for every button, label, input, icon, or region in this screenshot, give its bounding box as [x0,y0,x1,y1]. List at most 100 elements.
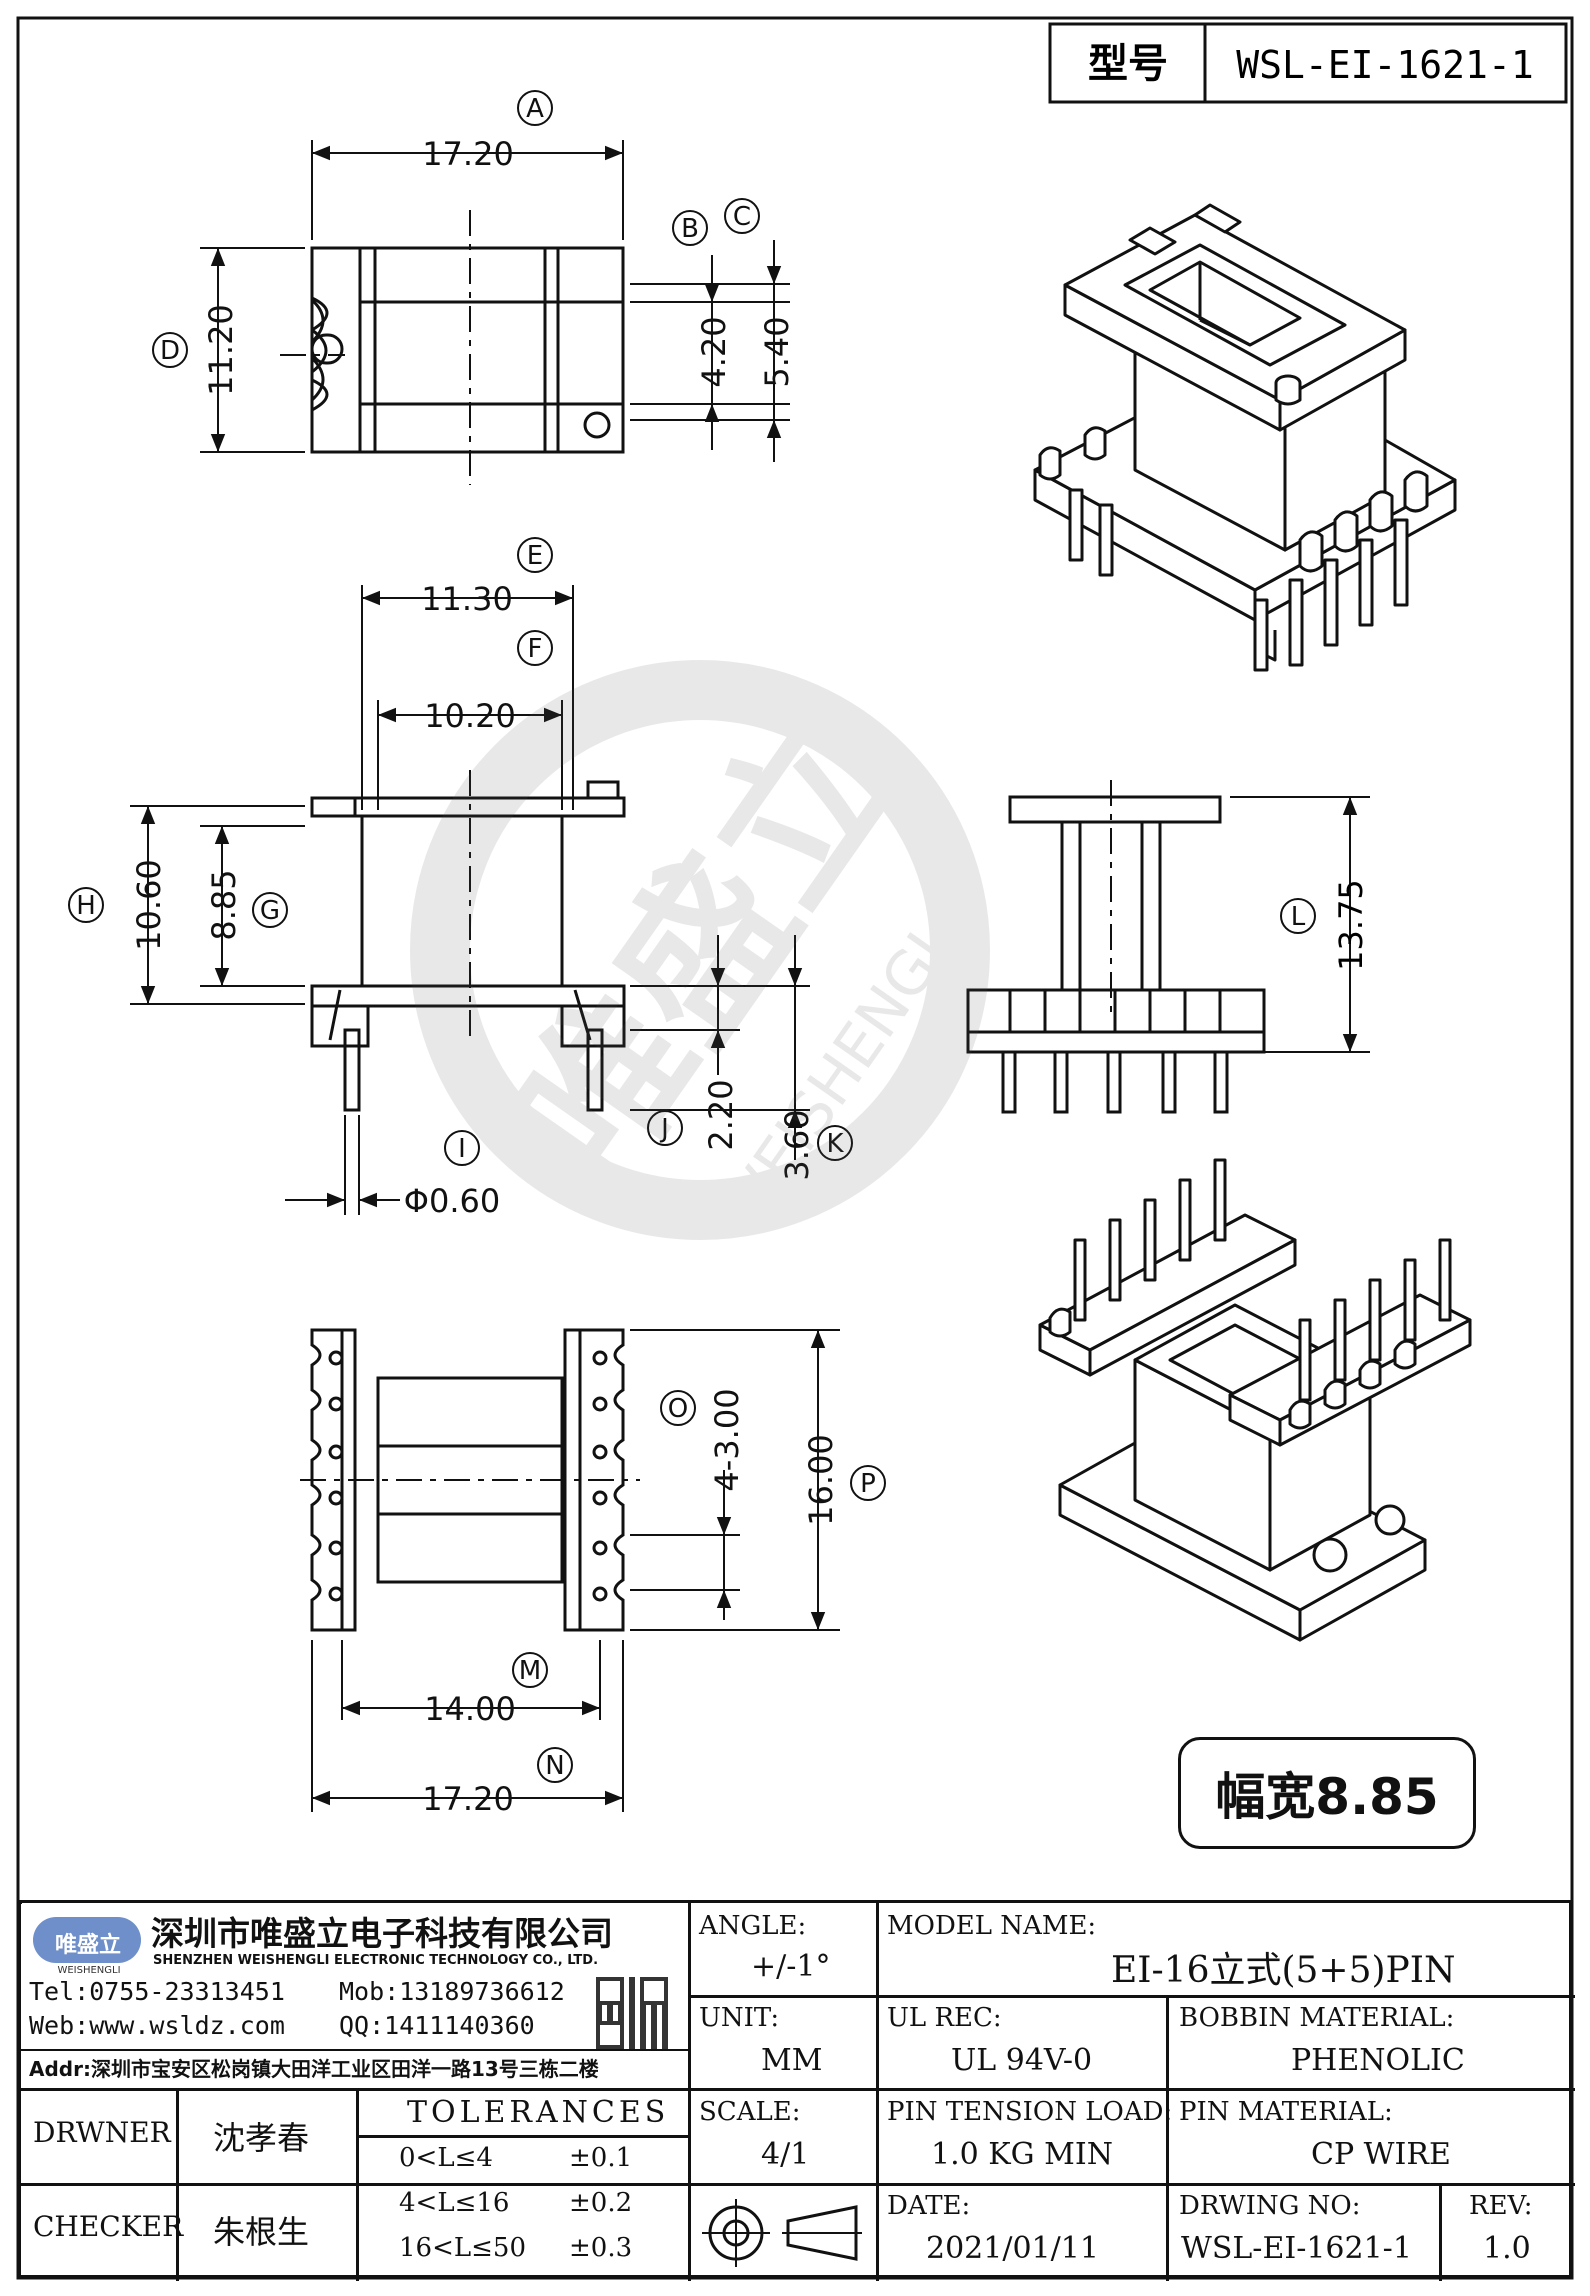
scale-value: 4/1 [761,2137,810,2172]
drawer-value: 沈孝春 [213,2119,310,2157]
drawing-no-value: WSL-EI-1621-1 [1181,2231,1412,2266]
svg-text:F: F [528,634,543,664]
marker-b: B [672,210,708,246]
checker-label: CHECKER [33,2210,184,2243]
bobbin-material-value: PHENOLIC [1291,2043,1465,2078]
marker-f: F [517,630,553,666]
tolerance-row-3-tol: ±0.3 [569,2233,633,2263]
isometric-view-bottom [1038,1158,1472,1642]
bobbin-material-label: BOBBIN MATERIAL: [1179,2003,1455,2033]
marker-j: J [647,1110,683,1146]
marker-h: H [68,887,104,923]
svg-text:B: B [681,214,699,244]
dim-k-value: 3.60 [778,1109,816,1180]
top-view [200,140,790,485]
dim-g-value: 8.85 [205,869,243,940]
marker-l: L [1280,898,1316,934]
company-name-cn: 深圳市唯盛立电子科技有限公司 [151,1914,613,1953]
marker-g: G [252,892,288,928]
svg-text:N: N [545,1751,564,1781]
dim-i-value: Φ0.60 [404,1182,500,1220]
marker-d: D [152,332,188,368]
width-badge: 幅宽8.85 [1178,1737,1476,1849]
marker-c: C [724,198,760,234]
company-address: Addr:深圳市宝安区松岗镇大田洋工业区田洋一路13号三栋二楼 [29,2057,599,2081]
contact-qq: QQ:1411140360 [339,2011,535,2040]
ul-value: UL 94V-0 [951,2043,1093,2078]
checker-value: 朱根生 [213,2213,310,2251]
svg-text:H: H [76,891,96,921]
svg-text:D: D [160,336,180,366]
dim-f-value: 10.20 [424,697,516,735]
tolerances-label: TOLERANCES [407,2095,670,2130]
svg-text:K: K [826,1129,844,1159]
isometric-view-top [1033,203,1457,672]
svg-text:E: E [527,541,543,571]
svg-text:O: O [668,1394,688,1424]
tolerance-row-1-tol: ±0.1 [569,2143,633,2173]
watermark-logo: 唯盛立 WEISHENGLI [410,660,990,1244]
svg-text:I: I [458,1134,466,1164]
angle-value: +/-1° [751,1949,831,1984]
svg-text:L: L [1291,902,1306,932]
dim-m-value: 14.00 [424,1690,516,1728]
contact-mob: Mob:13189736612 [339,1977,565,2006]
marker-n: N [537,1747,573,1783]
marker-i: I [444,1130,480,1166]
title-block: 唯盛立 WEISHENGLI 深圳市唯盛立电子科技有限公司 SHENZHEN W… [18,1900,1575,2281]
pin-tension-label: PIN TENSION LOAD: [887,2097,1173,2127]
dim-j-value: 2.20 [702,1079,740,1150]
date-label: DATE: [887,2191,971,2221]
date-value: 2021/01/11 [926,2231,1099,2266]
drawing-no-label: DRWING NO: [1179,2191,1361,2221]
scale-label: SCALE: [699,2097,801,2127]
dim-d-value: 11.20 [202,304,240,396]
dim-l-value: 13.75 [1332,879,1370,971]
marker-o: O [660,1390,696,1426]
dim-h-value: 10.60 [130,859,168,951]
svg-text:J: J [659,1114,669,1144]
contact-web: Web:www.wsldz.com [29,2011,285,2040]
dim-n-value: 17.20 [422,1780,514,1818]
model-name-value: EI-16立式(5+5)PIN [1111,1950,1456,1991]
rev-value: 1.0 [1483,2231,1531,2266]
tolerance-row-1-range: 0<L≤4 [399,2143,493,2173]
model-name-label: MODEL NAME: [887,1911,1097,1941]
contact-tel: Tel:0755-23313451 [29,1977,285,2006]
dim-a-value: 17.20 [422,135,514,173]
svg-text:A: A [526,94,544,124]
dim-b-value: 4.20 [695,316,733,387]
marker-m: M [512,1652,548,1688]
dim-o-value: 4-3.00 [708,1388,746,1491]
model-box-label: 型号 [1088,41,1168,87]
sheet-border [16,16,1574,2280]
tolerance-row-2-tol: ±0.2 [569,2188,633,2218]
company-logo: 唯盛立 WEISHENGLI [29,1909,149,1979]
svg-text:C: C [733,202,751,232]
marker-k: K [817,1125,853,1161]
pin-material-value: CP WIRE [1311,2137,1451,2172]
front-view [130,585,810,1215]
svg-text:G: G [260,896,280,926]
marker-p: P [850,1465,886,1501]
marker-e: E [517,537,553,573]
drawer-label: DRWNER [33,2116,171,2149]
company-name-en: SHENZHEN WEISHENGLI ELECTRONIC TECHNOLOG… [153,1953,599,1968]
marker-a: A [517,90,553,126]
tolerance-row-2-range: 4<L≤16 [399,2188,510,2218]
qr-code-icon [596,1977,668,2049]
unit-value: MM [761,2043,823,2078]
model-box-value: WSL-EI-1621-1 [1236,43,1533,87]
angle-label: ANGLE: [699,1911,807,1941]
side-view [966,780,1370,1114]
rev-label: REV: [1469,2191,1533,2221]
tolerance-row-3-range: 16<L≤50 [399,2233,527,2263]
ul-label: UL REC: [887,2003,1002,2033]
svg-text:M: M [519,1656,541,1686]
dim-p-value: 16.00 [802,1434,840,1526]
pin-tension-value: 1.0 KG MIN [931,2137,1113,2172]
dim-c-value: 5.40 [758,316,796,387]
pin-material-label: PIN MATERIAL: [1179,2097,1393,2127]
dim-e-value: 11.30 [421,580,513,618]
